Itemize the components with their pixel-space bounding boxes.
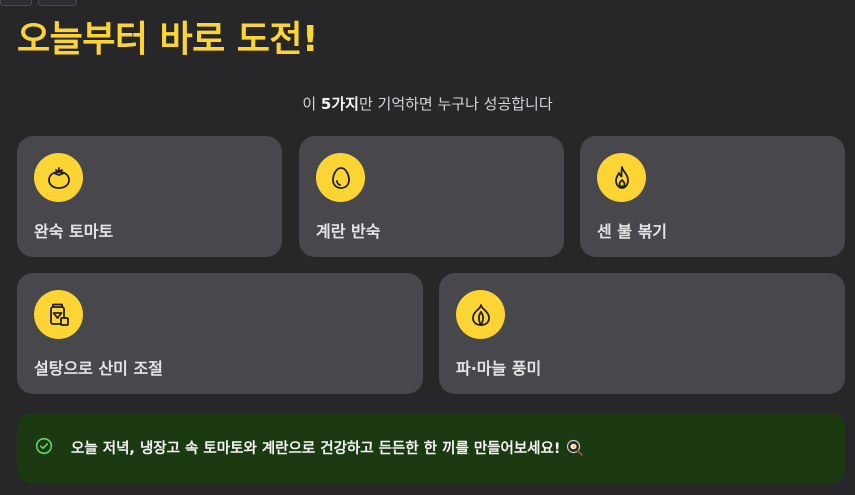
tip-label: 파·마늘 풍미 <box>456 359 542 378</box>
frying-pan-icon <box>567 439 584 456</box>
intro-text: 이 5가지만 기억하면 누구나 성공합니다 <box>0 93 855 114</box>
tip-card-high-heat[interactable]: 센 불 볶기 <box>580 136 845 257</box>
callout-banner: 오늘 저녁, 냉장고 속 토마토와 계란으로 건강하고 든든한 한 끼를 만들어… <box>17 413 845 483</box>
tip-card-garlic[interactable]: 파·마늘 풍미 <box>439 273 845 394</box>
tip-label: 완숙 토마토 <box>34 222 114 241</box>
check-circle-icon <box>35 437 53 455</box>
intro-emphasis: 5가지 <box>320 95 359 113</box>
toolbar-button-stub[interactable] <box>38 0 77 6</box>
flame-icon <box>597 153 646 202</box>
tomato-icon <box>34 153 83 202</box>
callout-text: 오늘 저녁, 냉장고 속 토마토와 계란으로 건강하고 든든한 한 끼를 만들어… <box>71 441 561 457</box>
tip-card-tomato[interactable]: 완숙 토마토 <box>17 136 282 257</box>
tip-label: 설탕으로 산미 조절 <box>34 359 163 378</box>
intro-prefix: 이 <box>302 95 321 113</box>
egg-icon <box>316 153 365 202</box>
tip-card-sugar[interactable]: 설탕으로 산미 조절 <box>17 273 423 394</box>
sugar-jar-icon <box>34 290 83 339</box>
toolbar-button-stub[interactable] <box>0 0 32 6</box>
intro-suffix: 만 기억하면 누구나 성공합니다 <box>358 95 553 113</box>
tip-card-egg[interactable]: 계란 반숙 <box>299 136 564 257</box>
page-title: 오늘부터 바로 도전! <box>17 19 318 60</box>
garlic-icon <box>456 290 505 339</box>
tip-label: 센 불 볶기 <box>597 222 668 241</box>
tip-label: 계란 반숙 <box>316 222 381 241</box>
callout-text-row: 오늘 저녁, 냉장고 속 토마토와 계란으로 건강하고 든든한 한 끼를 만들어… <box>71 437 584 458</box>
